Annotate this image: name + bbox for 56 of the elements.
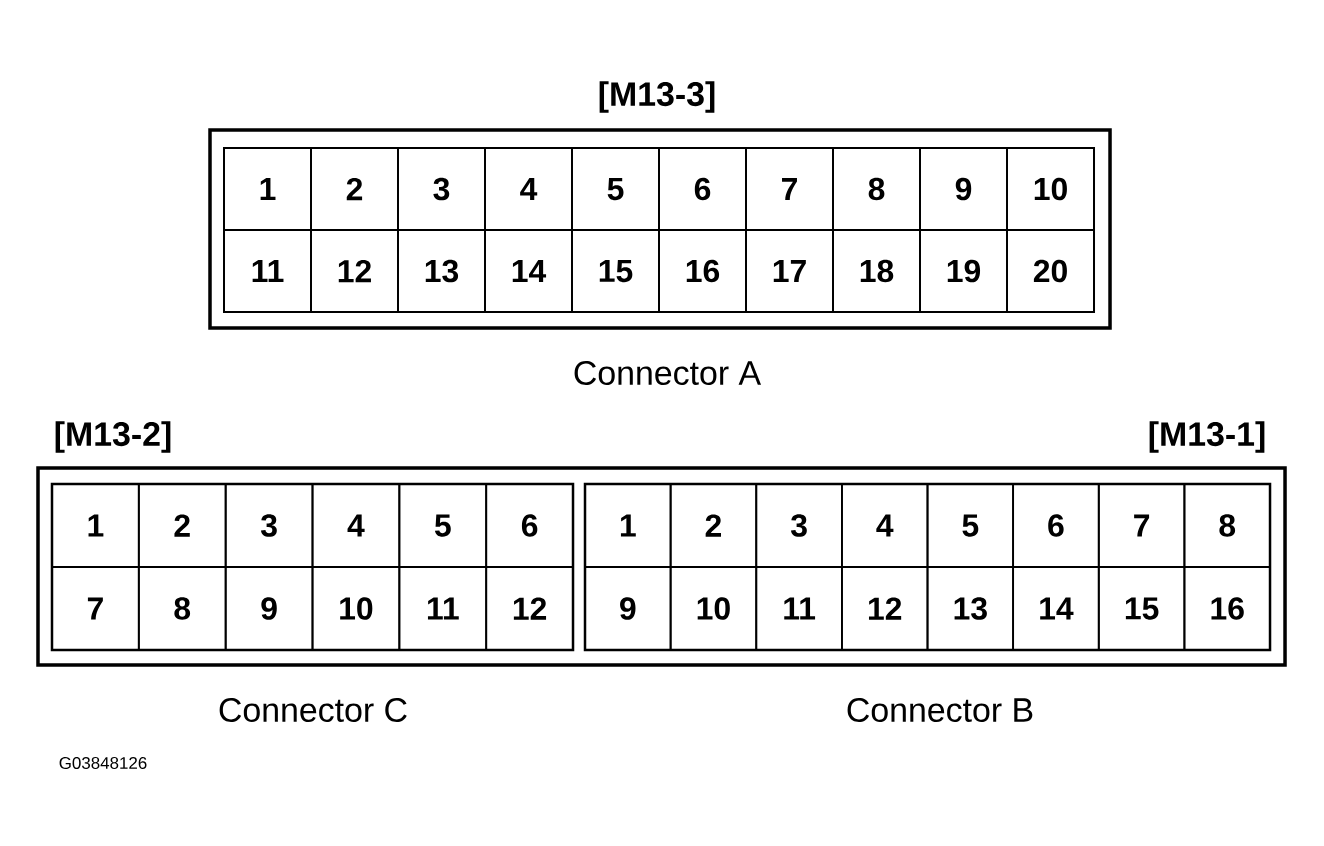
pin-cell: 18: [832, 229, 921, 313]
pin-cell: 14: [1012, 566, 1100, 651]
connector-code: [M13-3]: [599, 81, 715, 113]
pin-cell: 8: [137, 566, 227, 651]
pin-cell: 10: [311, 566, 401, 651]
pin-cell: 3: [755, 483, 843, 568]
connector-housing: [36, 466, 1287, 667]
pin-cell: 2: [137, 483, 227, 568]
pin-cell: 15: [571, 229, 660, 313]
pin-cell: 1: [223, 147, 312, 231]
pin-cell: 5: [571, 147, 660, 231]
pin-cell: 12: [841, 566, 929, 651]
pin-cell: 11: [755, 566, 843, 651]
pin-cell: 3: [397, 147, 486, 231]
pin-cell: 6: [485, 483, 574, 568]
pin-cell: 1: [584, 483, 672, 568]
connector-name: Connector B: [847, 698, 1033, 722]
pin-cell: 6: [1012, 483, 1100, 568]
pin-cell: 16: [658, 229, 747, 313]
pin-cell: 9: [919, 147, 1008, 231]
pin-cell: 12: [310, 229, 399, 313]
pin-cell: 4: [311, 483, 401, 568]
pin-cell: 3: [224, 483, 314, 568]
pin-cell: 2: [310, 147, 399, 231]
pin-cell: 4: [841, 483, 929, 568]
pin-cell: 9: [584, 566, 672, 651]
connector-name: Connector A: [574, 361, 762, 385]
pin-cell: 12: [485, 566, 574, 651]
pin-cell: 5: [926, 483, 1014, 568]
pin-cell: 2: [669, 483, 758, 568]
pin-cell: 20: [1006, 229, 1095, 313]
pin-cell: 11: [223, 229, 312, 313]
pin-cell: 1: [51, 483, 140, 568]
pin-cell: 10: [1006, 147, 1095, 231]
pin-cell: 6: [658, 147, 747, 231]
connector-name: Connector C: [219, 698, 407, 722]
pin-cell: 17: [745, 229, 834, 313]
pin-cell: 8: [832, 147, 921, 231]
pin-cell: 13: [397, 229, 486, 313]
pin-cell: 8: [1183, 483, 1271, 568]
pin-cell: 4: [484, 147, 573, 231]
pin-cell: 19: [919, 229, 1008, 313]
pin-cell: 9: [224, 566, 314, 651]
pin-cell: 10: [669, 566, 758, 651]
pin-cell: 7: [745, 147, 834, 231]
pin-cell: 16: [1183, 566, 1271, 651]
pin-cell: 7: [1097, 483, 1186, 568]
connector-code: [M13-1]: [1149, 421, 1265, 453]
pin-cell: 7: [51, 566, 140, 651]
figure-code: G03848126: [59, 757, 147, 769]
pin-cell: 11: [398, 566, 488, 651]
pin-cell: 5: [398, 483, 488, 568]
connector-code: [M13-2]: [55, 421, 171, 453]
pin-cell: 13: [926, 566, 1014, 651]
pin-cell: 14: [484, 229, 573, 313]
pin-cell: 15: [1097, 566, 1186, 651]
